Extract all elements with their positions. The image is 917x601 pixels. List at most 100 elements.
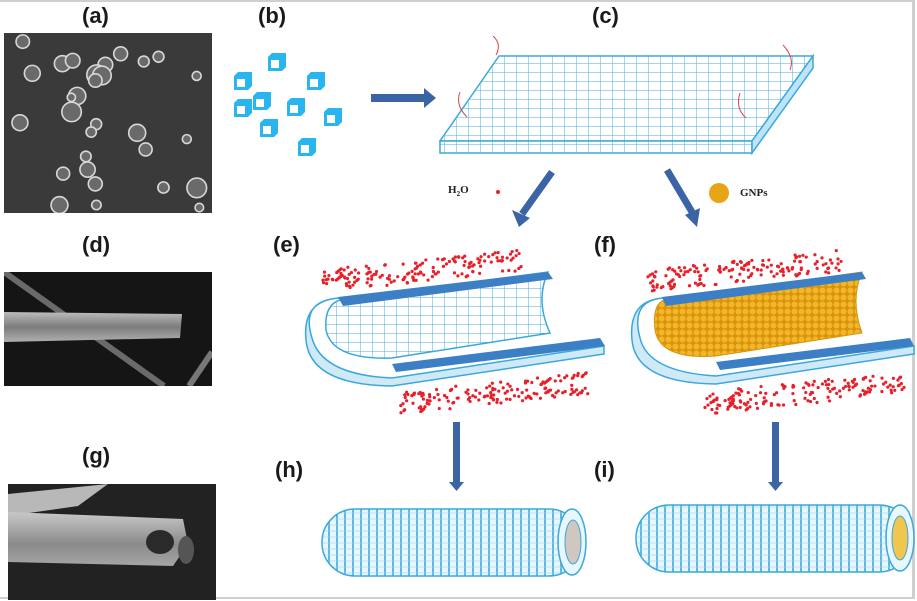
water-molecule — [827, 271, 831, 275]
water-molecule — [426, 278, 430, 282]
water-molecule — [793, 253, 797, 257]
water-molecule — [839, 259, 843, 264]
water-molecule — [353, 268, 357, 272]
water-molecule — [477, 398, 481, 402]
water-molecule — [711, 392, 715, 396]
water-molecule — [331, 278, 335, 282]
water-molecule — [821, 263, 825, 267]
water-molecule — [412, 278, 416, 282]
water-molecule — [505, 389, 510, 393]
water-molecule — [830, 379, 834, 383]
water-molecule — [836, 262, 840, 266]
arrow-e-to-h — [449, 422, 464, 491]
water-molecule — [745, 407, 750, 411]
water-molecule — [893, 388, 897, 392]
water-molecule — [836, 257, 840, 261]
cube-icon — [234, 99, 252, 117]
water-molecule — [709, 401, 713, 405]
water-molecule — [847, 388, 851, 392]
water-molecule — [832, 386, 837, 390]
water-molecule — [550, 393, 555, 398]
sem-particle — [87, 73, 103, 89]
water-molecule — [451, 257, 455, 261]
water-molecule — [805, 272, 809, 276]
water-molecule — [323, 274, 327, 278]
water-molecule — [520, 391, 524, 395]
nanotube-i — [635, 504, 915, 573]
rolling-tube-f — [630, 249, 915, 415]
water-molecule — [826, 377, 831, 382]
arrow-c-to-f — [663, 168, 700, 227]
water-molecule — [403, 393, 407, 397]
water-molecule — [365, 272, 369, 276]
water-molecule — [702, 263, 707, 267]
water-molecule — [530, 380, 534, 385]
water-molecule — [813, 253, 817, 257]
water-molecule — [565, 374, 569, 378]
water-molecule — [457, 255, 461, 259]
water-molecule — [520, 399, 525, 403]
sem-image-a — [4, 33, 212, 213]
water-molecule — [834, 249, 838, 253]
water-molecule — [432, 395, 436, 400]
water-molecule — [356, 277, 360, 281]
water-molecule — [699, 273, 703, 278]
cube-icon — [307, 72, 325, 90]
water-molecule — [389, 280, 393, 284]
water-molecule — [374, 272, 378, 276]
water-molecule — [888, 383, 892, 387]
water-molecule — [695, 266, 699, 270]
panel-label-f: (f) — [594, 232, 616, 257]
water-molecule — [652, 288, 656, 292]
sem-particle — [90, 199, 102, 211]
water-molecule — [419, 271, 423, 275]
water-molecule — [733, 404, 737, 409]
water-molecule — [383, 263, 387, 267]
water-molecule — [671, 268, 675, 272]
water-molecule — [387, 274, 392, 278]
water-molecule — [498, 259, 503, 263]
water-molecule — [781, 403, 786, 407]
water-molecule — [571, 390, 575, 394]
water-molecule — [648, 273, 652, 277]
water-molecule — [775, 264, 780, 268]
water-molecule — [661, 285, 665, 289]
water-molecule — [532, 391, 536, 395]
water-molecule — [799, 268, 803, 272]
sem-particle — [55, 166, 71, 181]
water-molecule — [730, 399, 734, 403]
water-molecule — [672, 284, 676, 288]
water-molecule — [495, 397, 499, 402]
water-molecule — [741, 279, 746, 283]
water-molecule — [453, 255, 457, 259]
water-molecule — [654, 270, 658, 274]
water-molecule — [738, 405, 742, 410]
water-molecule — [472, 263, 476, 267]
water-molecule — [444, 262, 449, 266]
water-molecule — [434, 387, 439, 392]
cube-icon — [298, 138, 316, 156]
water-molecule — [816, 385, 820, 390]
water-molecule — [772, 392, 776, 397]
water-molecule — [353, 280, 357, 284]
water-molecule — [411, 401, 415, 405]
water-molecule — [489, 260, 493, 264]
water-molecule — [512, 394, 517, 398]
water-molecule — [769, 403, 773, 407]
water-molecule — [682, 273, 686, 277]
water-molecule — [705, 396, 709, 401]
water-molecule — [452, 400, 456, 405]
gnp-marker-icon — [709, 183, 729, 203]
water-molecule — [425, 401, 429, 405]
water-molecule — [478, 391, 482, 395]
water-molecule — [474, 388, 478, 392]
sem-particle — [137, 55, 150, 68]
water-molecule — [436, 270, 440, 274]
water-molecule — [812, 379, 816, 383]
water-molecule — [734, 279, 738, 284]
water-molecule — [424, 258, 428, 262]
water-molecule — [769, 270, 773, 274]
water-molecule — [446, 399, 450, 403]
water-molecule — [820, 256, 824, 260]
water-molecule — [425, 398, 430, 403]
